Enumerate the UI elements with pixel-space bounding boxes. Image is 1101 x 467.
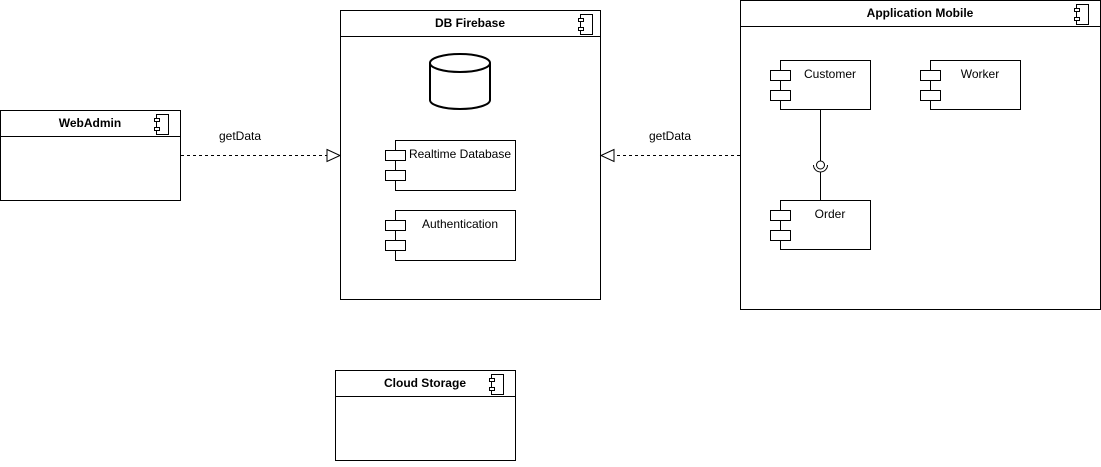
application-mobile-container[interactable]: Application Mobile Customer Worker Order <box>740 0 1101 310</box>
component-icon <box>154 114 169 135</box>
cloud-storage-container[interactable]: Cloud Storage <box>335 370 516 461</box>
webadmin-title: WebAdmin <box>59 116 121 130</box>
db-firebase-title: DB Firebase <box>435 16 505 30</box>
application-mobile-title: Application Mobile <box>867 6 974 20</box>
connector-mobile-label: getData <box>649 129 691 143</box>
order-label: Order <box>815 207 846 221</box>
worker-label: Worker <box>961 67 999 81</box>
component-worker[interactable]: Worker <box>920 60 1021 110</box>
database-cylinder-icon <box>429 53 491 110</box>
component-icon <box>578 14 593 35</box>
connector-webadmin-label: getData <box>219 129 261 143</box>
component-realtime-database[interactable]: Realtime Database <box>385 140 516 191</box>
connector-mobile-to-db[interactable]: getData <box>599 129 740 163</box>
component-icon <box>1074 4 1089 25</box>
cloud-storage-title: Cloud Storage <box>384 376 466 390</box>
webadmin-container[interactable]: WebAdmin <box>0 110 181 201</box>
customer-label: Customer <box>804 67 856 81</box>
db-firebase-container[interactable]: DB Firebase Realtime Database Authentica… <box>340 10 601 300</box>
component-customer[interactable]: Customer <box>770 60 871 110</box>
connector-webadmin-to-db[interactable]: getData <box>181 129 342 163</box>
realtime-database-label: Realtime Database <box>409 147 511 161</box>
component-authentication[interactable]: Authentication <box>385 210 516 261</box>
component-icon <box>489 374 504 395</box>
lollipop-socket-icon <box>813 110 828 200</box>
component-order[interactable]: Order <box>770 200 871 250</box>
authentication-label: Authentication <box>422 217 498 231</box>
